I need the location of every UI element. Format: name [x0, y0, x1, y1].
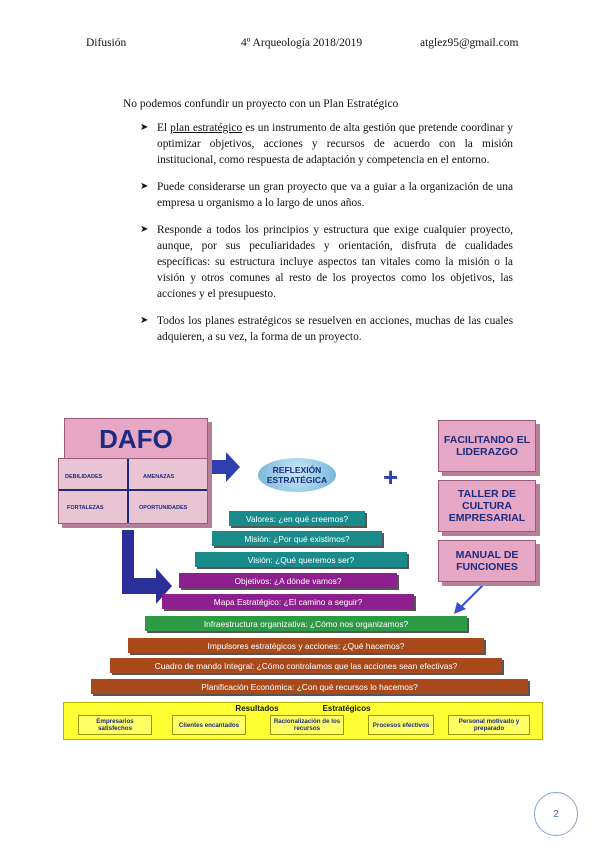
result-empresarios: Empresarios satisfechos [78, 715, 152, 735]
manual-funciones-box: MANUAL DE FUNCIONES [438, 540, 536, 582]
header-right: atglez95@gmail.com [420, 37, 519, 49]
result-personal: Personal motivado y preparado [448, 715, 530, 735]
result-procesos: Procesos efectivos [368, 715, 434, 735]
arrow-bullet-icon: ➤ [140, 122, 149, 133]
bullet-item: ➤ Responde a todos los principios y estr… [140, 224, 513, 300]
arrow-bullet-icon: ➤ [140, 181, 149, 192]
dafo-right-arrow-icon [210, 452, 240, 482]
manual-diagonal-arrow-icon [459, 577, 491, 609]
step-mapa: Mapa Estratégico: ¿El camino a seguir? [162, 594, 414, 609]
step-vision: Visión: ¿Qué queremos ser? [195, 552, 407, 567]
step-objetivos: Objetivos: ¿A dónde vamos? [179, 573, 397, 588]
step-valores: Valores: ¿en qué creemos? [229, 511, 365, 526]
arrow-bullet-icon: ➤ [140, 315, 149, 326]
dafo-fortalezas: FORTALEZAS [67, 505, 104, 511]
bullet-item: ➤ El plan estratégico es un instrumento … [140, 122, 513, 166]
dafo-title: DAFO [64, 418, 208, 460]
diagram-arrows [122, 452, 491, 614]
dafo-matrix: DEBILIDADES AMENAZAS FORTALEZAS OPORTUNI… [58, 458, 208, 524]
page-number: 2 [534, 792, 578, 836]
plan-estrategico-link[interactable]: plan estratégico [170, 122, 243, 134]
bullet-list: ➤ El plan estratégico es un instrumento … [140, 120, 513, 356]
step-infraestructura: Infraestructura organizativa: ¿Cómo nos … [145, 616, 467, 631]
step-planificacion: Planificación Económica: ¿Con qué recurs… [91, 679, 528, 694]
bullet-item: ➤ Todos los planes estratégicos se resue… [140, 315, 513, 343]
dafo-amenazas: AMENAZAS [143, 474, 175, 480]
dafo-debilidades: DEBILIDADES [65, 474, 103, 480]
result-racionalizacion: Racionalización de los recursos [270, 715, 344, 735]
step-impulsores: Impulsores estratégicos y acciones: ¿Qué… [128, 638, 484, 653]
liderazgo-box: FACILITANDO EL LIDERAZGO [438, 420, 536, 472]
header-center: 4º Arqueología 2018/2019 [241, 37, 363, 49]
result-clientes: Clientes encantados [172, 715, 246, 735]
dafo-oportunidades: OPORTUNIDADES [139, 505, 188, 511]
taller-cultura-box: TALLER DE CULTURA EMPRESARIAL [438, 480, 536, 532]
dafo-down-arrow-icon [122, 530, 172, 604]
intro-text: No podemos confundir un proyecto con un … [123, 98, 399, 110]
reflexion-estrategica-ellipse: REFLEXIÓN ESTRATÉGICA [258, 458, 336, 492]
strategic-plan-diagram: DAFO DEBILIDADES AMENAZAS FORTALEZAS OPO… [58, 418, 548, 740]
plus-icon: + [383, 462, 399, 492]
step-cuadro-mando: Cuadro de mando Integral: ¿Cómo controla… [110, 658, 502, 673]
step-mision: Misión: ¿Por qué existimos? [212, 531, 382, 546]
arrow-bullet-icon: ➤ [140, 224, 149, 235]
header-left: Difusión [86, 37, 127, 49]
bullet-item: ➤ Puede considerarse un gran proyecto qu… [140, 181, 513, 209]
